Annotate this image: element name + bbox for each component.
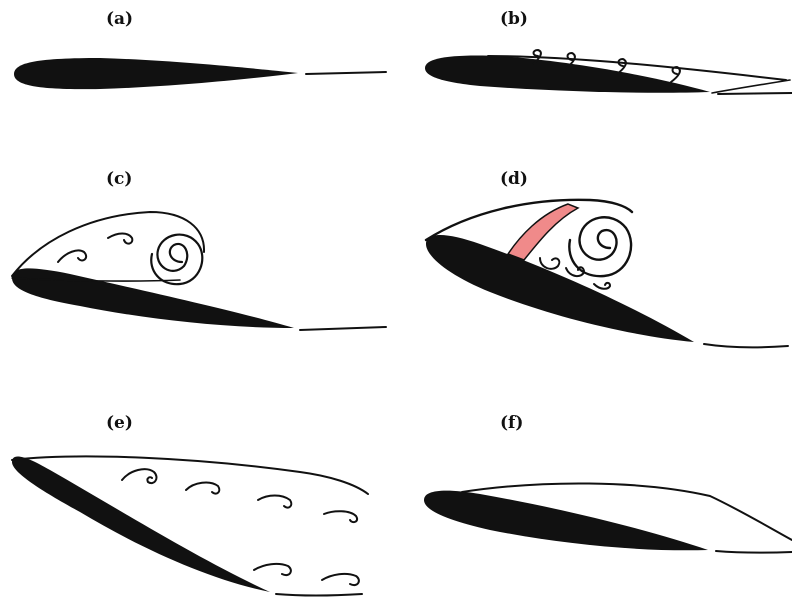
panel-a — [14, 58, 386, 89]
vortex-b-3 — [617, 59, 626, 74]
wake-line-c — [300, 327, 386, 330]
panel-label-e: (e) — [106, 415, 133, 432]
vortex-e-1 — [122, 469, 156, 483]
vortex-e-3 — [258, 496, 291, 508]
panel-label-d: (d) — [500, 171, 528, 188]
vortex-e-5 — [254, 564, 291, 575]
airfoil-a — [14, 58, 298, 89]
panel-c — [12, 212, 386, 330]
vortex-b-4 — [671, 67, 680, 82]
wake-line-d — [704, 344, 788, 347]
vortex-e-2 — [186, 483, 219, 494]
airfoil-d — [426, 235, 694, 342]
panel-label-a: (a) — [106, 11, 133, 28]
panel-d — [426, 200, 788, 348]
panel-label-b: (b) — [500, 11, 528, 28]
wake-line-b — [718, 93, 792, 94]
airfoil-b — [425, 56, 710, 93]
small-vortex-c-1 — [58, 250, 86, 262]
panel-label-c: (c) — [106, 171, 132, 188]
trailing-shear-line-b — [712, 80, 790, 93]
panel-e — [12, 456, 368, 595]
highlight-region-d — [508, 204, 578, 260]
airfoil-f — [424, 491, 708, 551]
vortex-e-6 — [322, 574, 359, 585]
wake-line-a — [306, 72, 386, 74]
small-vortex-d-3 — [594, 283, 610, 289]
vortex-e-4 — [324, 511, 357, 522]
lower-shear-e — [276, 594, 362, 596]
wake-line-f — [716, 551, 792, 553]
airfoil-c — [12, 268, 294, 328]
spiral-vortex-c — [151, 235, 202, 285]
panel-f — [424, 483, 792, 552]
small-vortex-d-1 — [540, 258, 559, 269]
panel-label-f: (f) — [500, 415, 523, 432]
airfoil-e — [12, 456, 270, 592]
small-vortex-c-2 — [108, 234, 132, 244]
panel-b — [425, 50, 792, 94]
